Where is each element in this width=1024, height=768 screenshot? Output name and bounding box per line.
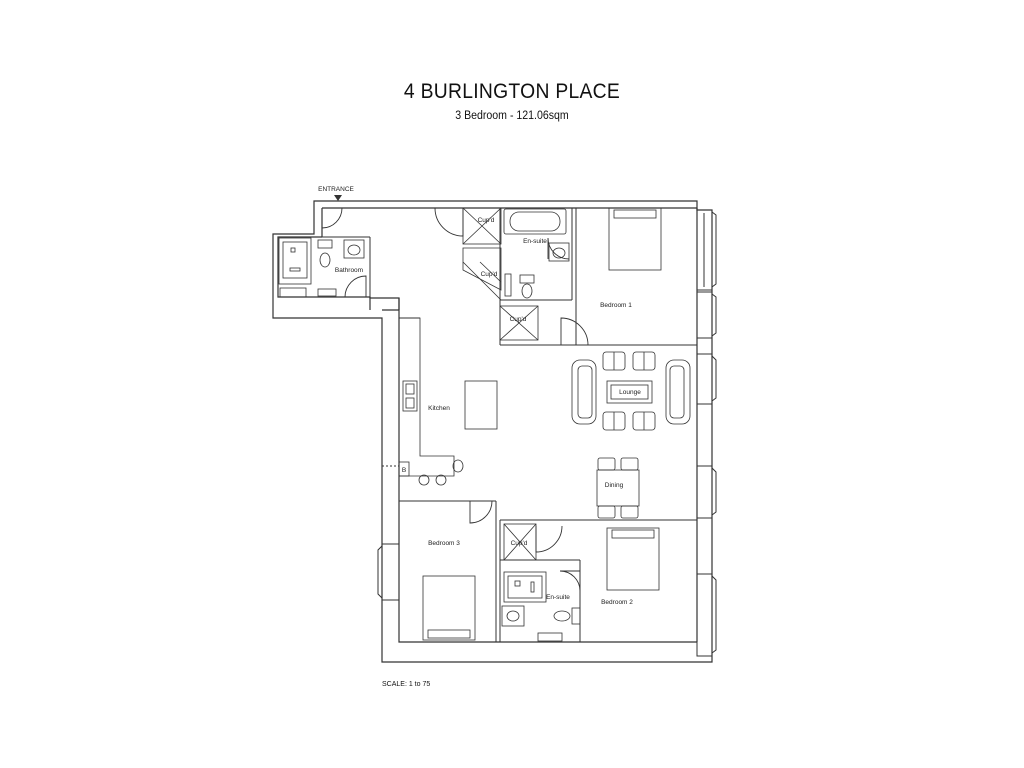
label-cupboard-top: Cup'd [478, 217, 495, 224]
page-title: 4 BURLINGTON PLACE [403, 80, 621, 103]
lounge-furniture [571, 351, 691, 431]
label-boiler: B [402, 467, 406, 474]
label-entrance: ENTRANCE [318, 186, 354, 193]
doors [321, 207, 589, 592]
ensuite1-fixtures [503, 208, 570, 299]
label-bedroom-3: Bedroom 3 [428, 540, 460, 547]
label-bathroom: Bathroom [335, 267, 363, 274]
left-window [377, 543, 400, 601]
scale-note: SCALE: 1 to 75 [382, 681, 431, 688]
label-dining: Dining [605, 482, 624, 489]
page-subtitle: 3 Bedroom - 121.06sqm [455, 110, 569, 122]
label-cupboard-bottom: Cup'd [511, 540, 528, 547]
label-kitchen: Kitchen [428, 405, 450, 412]
ensuite2-fixtures [501, 571, 581, 642]
dining-furniture [596, 457, 640, 519]
beds [422, 207, 662, 641]
label-bedroom-1: Bedroom 1 [600, 302, 632, 309]
right-windows [696, 209, 717, 657]
entrance-arrow-icon [334, 195, 342, 201]
label-cupboard-lower: Cup'd [510, 316, 527, 323]
label-ensuite-1: En-suite [523, 238, 547, 245]
kitchen-fixtures [398, 317, 498, 486]
bathroom-fixtures [278, 237, 365, 298]
cupboards [462, 207, 539, 561]
label-lounge: Lounge [619, 389, 641, 396]
label-ensuite-2: En-suite [546, 594, 570, 601]
label-cupboard-mid: Cup'd [481, 271, 498, 278]
label-bedroom-2: Bedroom 2 [601, 599, 633, 606]
